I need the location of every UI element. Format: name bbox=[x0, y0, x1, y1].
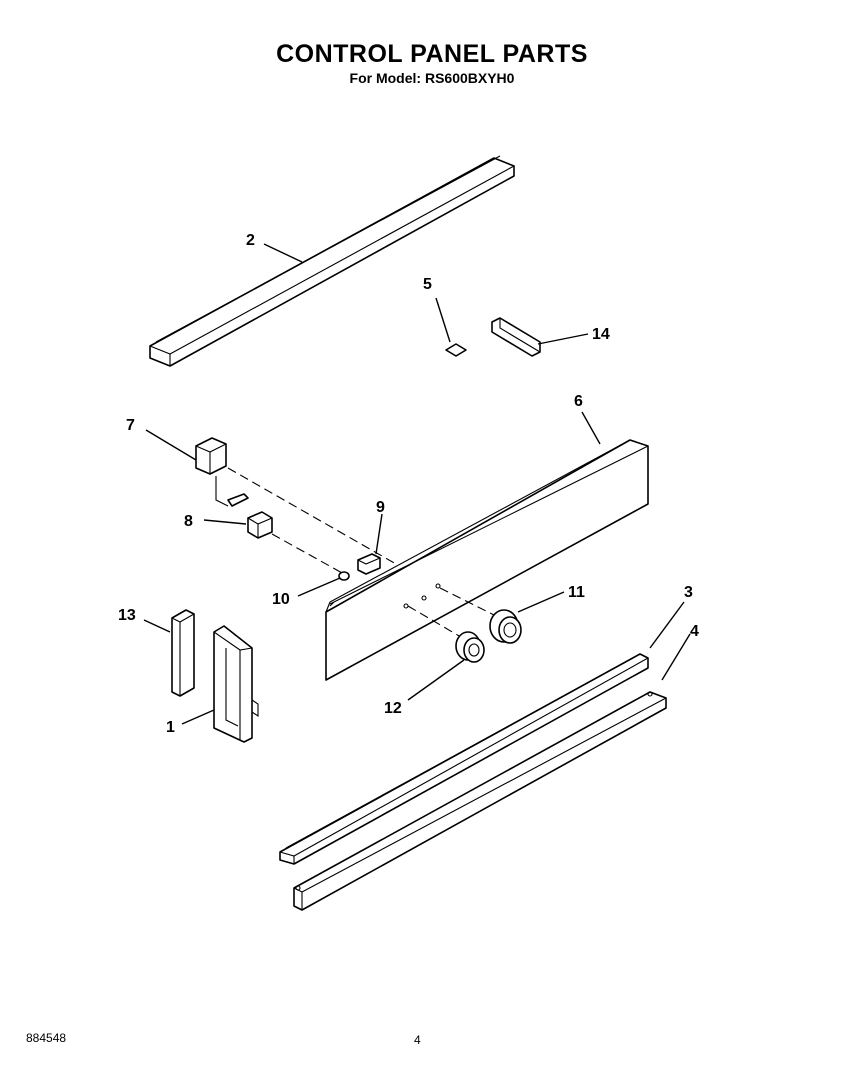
document-number: 884548 bbox=[26, 1031, 67, 1045]
page-number: 4 bbox=[414, 1033, 421, 1047]
part-1-side-bracket bbox=[213, 625, 259, 743]
part-3-lower-trim bbox=[279, 653, 649, 865]
part-2-top-trim bbox=[149, 155, 515, 367]
part-13-end-cap bbox=[171, 609, 195, 697]
callout-9: 9 bbox=[376, 499, 385, 516]
part-4-bottom-trim bbox=[293, 691, 667, 911]
part-7-switch bbox=[195, 437, 249, 507]
part-9-block bbox=[357, 553, 381, 575]
callout-8: 8 bbox=[184, 513, 193, 530]
part-5-clip bbox=[445, 343, 467, 357]
callout-3: 3 bbox=[684, 584, 693, 601]
part-12-knob bbox=[455, 631, 485, 663]
callout-11: 11 bbox=[568, 584, 585, 601]
callout-12: 12 bbox=[384, 700, 402, 717]
assembly-line-switch bbox=[227, 467, 397, 565]
callout-1: 1 bbox=[166, 719, 175, 736]
callout-10: 10 bbox=[272, 591, 290, 608]
part-11-knob bbox=[489, 609, 522, 644]
part-8-connector bbox=[247, 511, 273, 539]
model-subtitle: For Model: RS600BXYH0 bbox=[349, 70, 515, 86]
assembly-line-connector bbox=[271, 533, 345, 575]
assembly-line-knob-12 bbox=[407, 605, 467, 641]
callout-5: 5 bbox=[423, 276, 432, 293]
callout-4: 4 bbox=[690, 623, 699, 640]
callout-13: 13 bbox=[118, 607, 136, 624]
leader-lines bbox=[143, 243, 691, 725]
callout-2: 2 bbox=[246, 232, 255, 249]
part-14-bracket bbox=[491, 317, 541, 357]
part-10-washer bbox=[338, 571, 350, 581]
part-6-control-panel bbox=[325, 439, 649, 681]
callout-7: 7 bbox=[126, 417, 135, 434]
callout-14: 14 bbox=[592, 326, 610, 343]
page-title: CONTROL PANEL PARTS bbox=[276, 40, 588, 68]
callout-6: 6 bbox=[574, 393, 583, 410]
assembly-line-knob-11 bbox=[439, 587, 501, 619]
